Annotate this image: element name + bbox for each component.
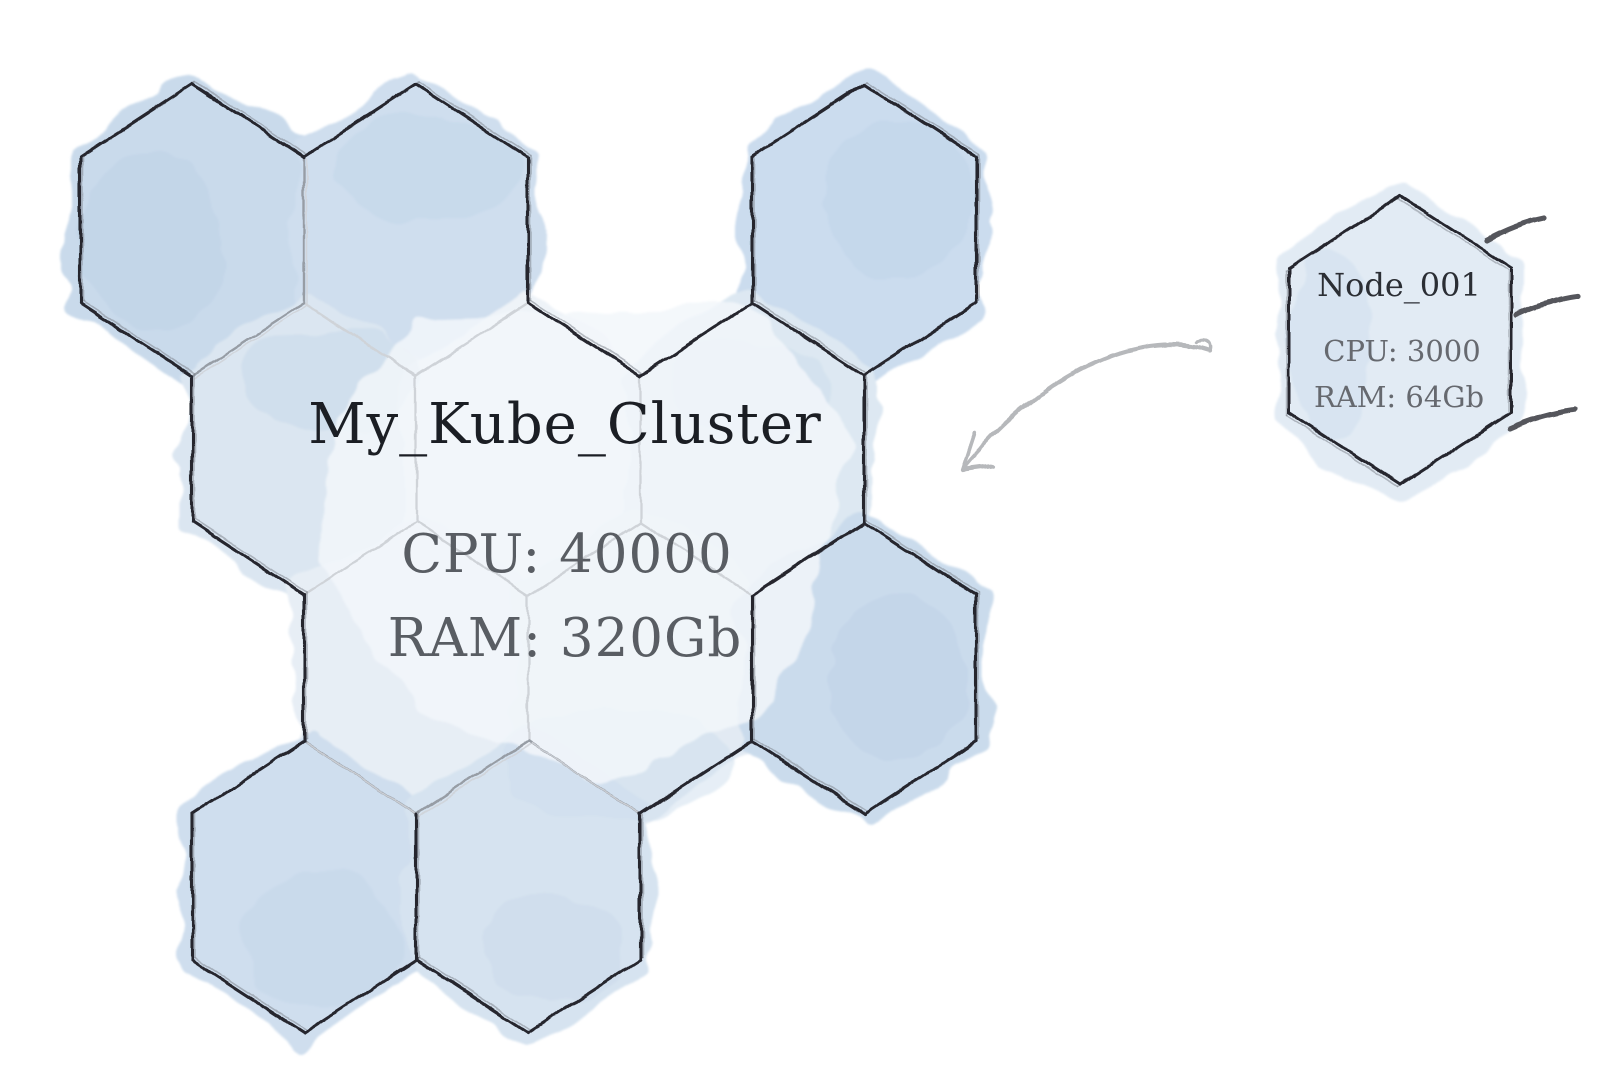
cluster-ram-label: RAM: 320Gb xyxy=(388,608,743,669)
boundary-edge xyxy=(190,739,306,816)
boundary-edge-ghost xyxy=(81,299,196,375)
node-watercolor-patch xyxy=(1285,250,1375,440)
interior-edge-medium-double xyxy=(194,304,308,379)
node-hexagon-outline xyxy=(1285,194,1513,488)
boundary-edge xyxy=(302,82,418,159)
boundary-edge xyxy=(750,739,866,816)
boundary-edge-ghost xyxy=(193,956,308,1032)
arrow-start-hook xyxy=(1194,338,1213,353)
arrow-head xyxy=(959,430,977,473)
sketch-strokes xyxy=(78,80,1581,1035)
boundary-edge-ghost xyxy=(417,956,532,1032)
boundary-edge xyxy=(78,301,194,378)
boundary-edge-ghost xyxy=(865,80,980,156)
watercolor-patch xyxy=(80,150,220,330)
interior-edge-medium xyxy=(190,301,306,378)
watercolor-patch xyxy=(825,120,975,280)
boundary-edge xyxy=(862,301,978,378)
boundary-edge xyxy=(302,958,418,1035)
boundary-edge xyxy=(638,301,754,378)
cluster-interior-edges-medium xyxy=(190,155,644,817)
boundary-edge xyxy=(526,958,642,1035)
boundary-edge xyxy=(750,82,866,159)
boundary-edge xyxy=(414,958,530,1035)
interior-edge-medium-double xyxy=(530,742,644,817)
node-ram-label: RAM: 64Gb xyxy=(1314,380,1484,414)
boundary-edge xyxy=(638,739,754,816)
watercolor-patch xyxy=(335,113,525,223)
boundary-edge xyxy=(414,82,530,159)
diagram-labels: My_Kube_Cluster CPU: 40000 RAM: 320Gb No… xyxy=(308,266,1484,669)
cluster-center-glow xyxy=(317,307,853,783)
cluster-boundary-edges xyxy=(78,82,978,1035)
interior-edge-medium xyxy=(414,739,530,816)
motion-line xyxy=(1507,407,1578,432)
motion-lines xyxy=(1484,215,1581,432)
watercolor-patch xyxy=(828,600,968,760)
node-edge xyxy=(1287,194,1402,270)
boundary-edge-ghost xyxy=(193,80,308,156)
boundary-edge xyxy=(190,520,306,597)
arrow-shaft xyxy=(961,342,1213,471)
node-edge xyxy=(1398,194,1513,270)
cluster-interior-edges-light xyxy=(302,301,754,743)
motion-line xyxy=(1513,293,1581,318)
boundary-edge xyxy=(750,520,866,597)
motion-line xyxy=(1484,215,1548,243)
interior-edge-light xyxy=(638,520,754,597)
boundary-edge xyxy=(190,82,306,159)
interior-edge-light xyxy=(302,301,418,378)
node-edge xyxy=(1287,410,1402,486)
boundary-edge xyxy=(862,520,978,597)
interior-edge-light xyxy=(526,520,642,597)
interior-edge-medium-double xyxy=(306,742,420,817)
boundary-edge-ghost xyxy=(753,737,868,813)
boundary-edge xyxy=(750,301,866,378)
node-cpu-label: CPU: 3000 xyxy=(1323,334,1480,368)
boundary-edge-ghost xyxy=(529,299,644,375)
watercolor-patch xyxy=(240,870,400,1010)
interior-edge-light xyxy=(414,520,530,597)
boundary-edge-ghost xyxy=(753,299,868,375)
boundary-edge-ghost xyxy=(417,80,532,156)
boundary-edge xyxy=(190,958,306,1035)
watercolor-fills xyxy=(68,71,1524,1046)
node-title: Node_001 xyxy=(1317,266,1481,304)
boundary-edge xyxy=(862,82,978,159)
interior-edge-light xyxy=(414,301,530,378)
boundary-edge xyxy=(862,739,978,816)
arrow-head xyxy=(959,463,996,473)
interior-edge-medium-double xyxy=(418,742,532,817)
boundary-edge xyxy=(526,301,642,378)
cluster-title: My_Kube_Cluster xyxy=(308,392,822,457)
assignment-arrow xyxy=(959,338,1213,473)
node-edge-ghost xyxy=(1396,197,1510,272)
node-edge xyxy=(1398,410,1513,486)
boundary-edge xyxy=(78,82,194,159)
cluster-cpu-label: CPU: 40000 xyxy=(401,524,732,585)
node-edge-ghost xyxy=(1285,413,1399,488)
boundary-edge-ghost xyxy=(193,518,308,594)
interior-edge-light xyxy=(302,520,418,597)
boundary-edge-ghost xyxy=(865,518,980,594)
watercolor-patch xyxy=(485,895,625,1005)
